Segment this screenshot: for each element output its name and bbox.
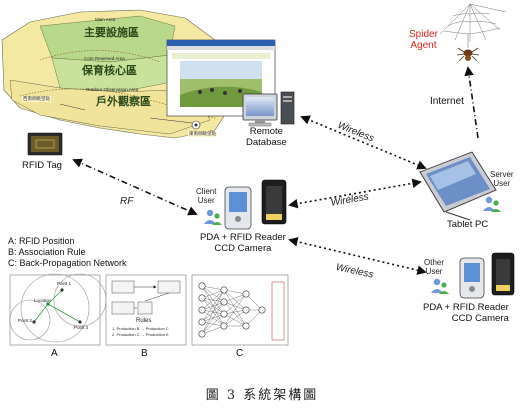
legend-item-b: B: Association Rule	[8, 247, 127, 258]
panel-a-point-1: Point 1	[57, 281, 71, 286]
nn-node	[221, 299, 227, 305]
panel-b-rules-title: Rules	[136, 318, 151, 324]
rf-label: RF	[120, 196, 133, 207]
map-zone-main: 主要設施區	[84, 24, 139, 40]
panel-b-rule-2: 2. Production C → Production E	[112, 332, 169, 337]
map-viewpoint-se: 東南側眺望點	[188, 131, 217, 137]
map-zone-core-sub: Core Reserved Area	[84, 56, 125, 61]
nn-node	[243, 323, 249, 329]
nn-node	[199, 283, 205, 289]
nn-node	[221, 287, 227, 293]
map-zone-main-sub: Main Area	[95, 17, 115, 22]
map-zone-outdoor: 戶外觀察區	[96, 93, 151, 109]
other-pda-icon	[460, 258, 484, 298]
rfid-tag-label: RFID Tag	[22, 160, 62, 171]
other-user-label: Other User	[424, 258, 444, 276]
nn-node	[243, 307, 249, 313]
legend-item-a: A: RFID Position	[8, 236, 127, 247]
spider-icon	[457, 34, 479, 61]
rfid-tag-icon	[28, 133, 62, 155]
link-db-tablet	[302, 117, 425, 168]
server-user-label: Server User	[490, 170, 514, 188]
legend: A: RFID Position B: Association Rule C: …	[8, 236, 127, 269]
panel-b-label: B	[141, 348, 148, 359]
nn-node	[199, 331, 205, 337]
client-user-icon	[204, 210, 222, 225]
remote-database-icon	[243, 92, 294, 126]
nn-node	[199, 319, 205, 325]
panel-a-point-2: Point 2	[18, 318, 32, 323]
nn-node	[221, 311, 227, 317]
spider-web-icon	[440, 4, 506, 42]
remote-database-label: Remote Database	[246, 126, 287, 148]
nn-node	[221, 323, 227, 329]
other-ccd-camera-icon	[492, 253, 514, 295]
nn-node	[243, 291, 249, 297]
other-pda-label: PDA + RFID Reader CCD Camera	[423, 302, 509, 324]
nn-node	[259, 307, 265, 313]
map-zone-outdoor-sub: Outdoor Observation Area	[86, 87, 138, 92]
panel-c-label: C	[236, 348, 243, 359]
panel-b-rule-1: 1. Production B → Production C	[112, 326, 169, 331]
client-pda-label: PDA + RFID Reader CCD Camera	[200, 232, 286, 254]
panel-a-location: Location	[34, 298, 51, 303]
client-user-label: Client User	[196, 187, 216, 205]
panel-a-point-3: Point 3	[74, 325, 88, 330]
map-zone-core: 保育核心區	[82, 62, 137, 78]
other-user-icon	[431, 279, 449, 294]
panel-a-label: A	[51, 348, 58, 359]
legend-item-c: C: Back-Propagation Network	[8, 258, 127, 269]
internet-label: Internet	[430, 96, 464, 107]
server-user-icon	[483, 197, 501, 212]
nn-node	[199, 295, 205, 301]
spider-agent-label: Spider Agent	[409, 29, 438, 51]
figure-caption: 圖 3 系統架構圖	[0, 384, 524, 403]
tablet-pc-label: Tablet PC	[447, 219, 488, 230]
client-pda-icon	[225, 187, 251, 229]
link-tablet-spider	[468, 68, 478, 138]
ccd-camera-icon	[262, 180, 286, 224]
nn-node	[199, 307, 205, 313]
map-viewpoint-sw: 西南側眺望點	[22, 96, 51, 102]
link-rf	[74, 160, 196, 214]
panel-c	[192, 275, 288, 345]
